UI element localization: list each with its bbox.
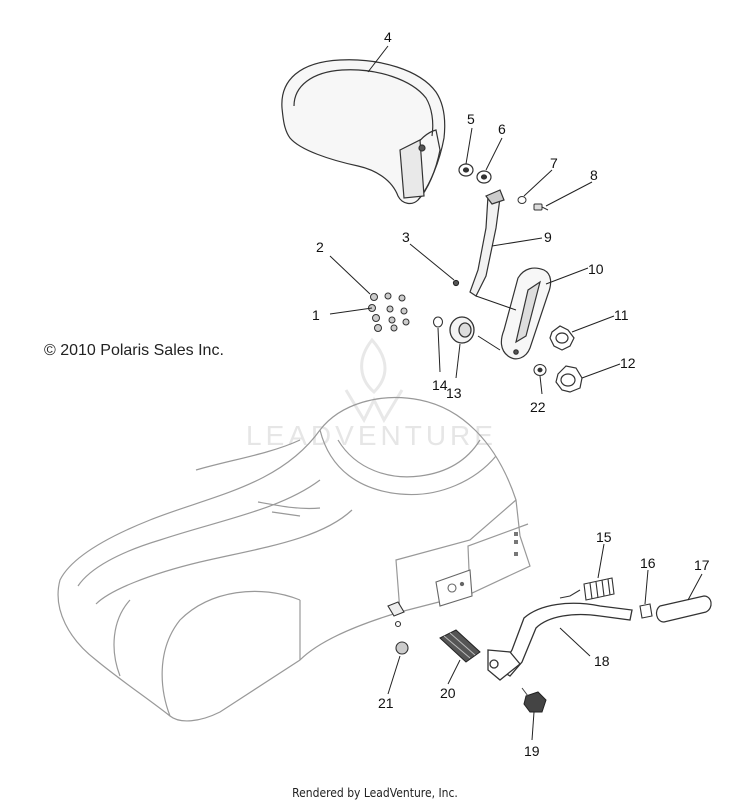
seat-mount-holes — [514, 532, 518, 556]
watermark-logo — [344, 337, 404, 424]
callout-21: 21 — [378, 695, 394, 711]
callout-22: 22 — [530, 399, 546, 415]
washer-5 — [458, 163, 474, 177]
washer-22 — [533, 363, 547, 377]
sleeve-20 — [439, 629, 481, 663]
nut-14 — [432, 316, 444, 328]
callout-16: 16 — [640, 555, 656, 571]
callout-14: 14 — [432, 377, 448, 393]
latch-knob-19 — [521, 687, 547, 713]
callout-5: 5 — [467, 111, 475, 127]
bolt-set — [368, 292, 410, 332]
callout-12: 12 — [620, 355, 636, 371]
callout-2: 2 — [316, 239, 324, 255]
callout-15: 15 — [596, 529, 612, 545]
callout-17: 17 — [694, 557, 710, 573]
callout-20: 20 — [440, 685, 456, 701]
grip-end-16 — [639, 603, 653, 619]
callout-11: 11 — [614, 307, 629, 323]
grip-17 — [655, 595, 712, 623]
callout-8: 8 — [590, 167, 598, 183]
nut-3 — [452, 279, 460, 287]
rendered-by-footer: Rendered by LeadVenture, Inc. — [292, 786, 458, 800]
copyright-text: © 2010 Polaris Sales Inc. — [44, 342, 224, 359]
seat-latch-plate — [435, 569, 473, 607]
callout-7: 7 — [550, 155, 558, 171]
backrest-pad — [281, 59, 446, 205]
knob-12 — [555, 365, 583, 393]
spring-15 — [559, 577, 615, 601]
callout-19: 19 — [524, 743, 540, 759]
callout-6: 6 — [498, 121, 506, 137]
bumper-13 — [449, 316, 475, 344]
callout-3: 3 — [402, 229, 410, 245]
backrest-bracket — [500, 267, 552, 360]
knob-11 — [549, 325, 575, 351]
handle-bar-18 — [487, 602, 633, 681]
callout-4: 4 — [384, 29, 392, 45]
callout-18: 18 — [594, 653, 610, 669]
bushing-21 — [387, 601, 409, 655]
washer-7 — [517, 196, 527, 204]
callout-13: 13 — [446, 385, 462, 401]
washer-6 — [476, 170, 492, 184]
seat-body — [57, 396, 531, 722]
callout-labels: 4 5 6 7 8 9 3 10 2 1 11 12 14 13 22 15 1… — [312, 29, 710, 759]
callout-1: 1 — [312, 307, 320, 323]
screw-8 — [533, 203, 549, 211]
leader-lines — [329, 45, 703, 741]
callout-9: 9 — [544, 229, 552, 245]
backrest-post — [469, 189, 505, 297]
callout-10: 10 — [588, 261, 604, 277]
